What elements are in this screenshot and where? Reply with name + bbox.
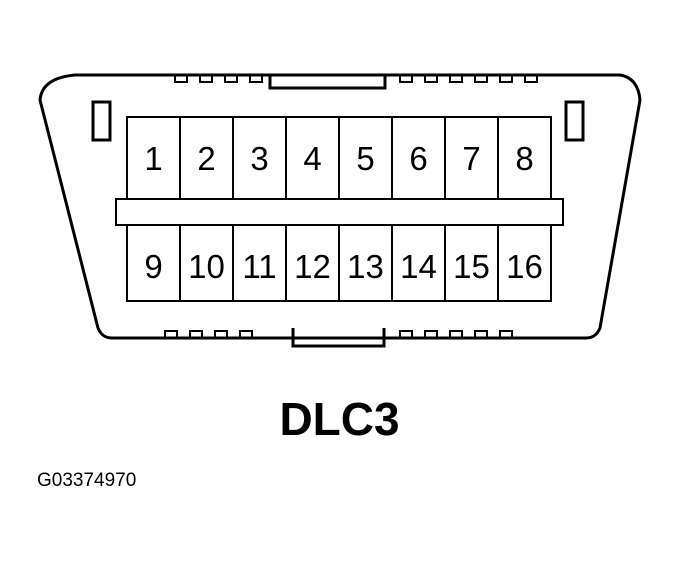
pin-number: 15 (453, 248, 490, 285)
bottom-tooth (474, 330, 488, 338)
top-tooth (249, 75, 263, 83)
pin-cell: 13 (338, 224, 393, 302)
top-tooth (399, 75, 413, 83)
pin-number: 16 (506, 248, 543, 285)
pin-cell: 12 (285, 224, 340, 302)
bottom-tooth (214, 330, 228, 338)
bottom-tooth (189, 330, 203, 338)
top-tooth (174, 75, 188, 83)
pin-number: 14 (400, 248, 437, 285)
pin-cell: 11 (232, 224, 287, 302)
connector-outline (38, 73, 642, 340)
bottom-tooth (239, 330, 253, 338)
pin-box (232, 224, 287, 302)
pin-number: 8 (515, 140, 533, 177)
bottom-tooth (164, 330, 178, 338)
bottom-tooth (499, 330, 513, 338)
edge-teeth (164, 75, 538, 338)
pin-cell: 4 (285, 116, 340, 200)
bottom-tooth (399, 330, 413, 338)
pin-cell: 16 (497, 224, 552, 302)
pin-cell: 2 (179, 116, 234, 200)
pin-cell: 6 (391, 116, 446, 200)
top-tooth (474, 75, 488, 83)
top-tooth (449, 75, 463, 83)
pin-box (179, 224, 234, 302)
right-guide-slot (564, 100, 585, 142)
pin-box (444, 224, 499, 302)
top-tooth (524, 75, 538, 83)
pin-cell: 8 (497, 116, 552, 200)
pin-cell: 7 (444, 116, 499, 200)
diagram-title: DLC3 (279, 393, 400, 445)
pin-number: 1 (144, 140, 162, 177)
pin-cell: 14 (391, 224, 446, 302)
pin-box (497, 224, 552, 302)
top-tooth (499, 75, 513, 83)
top-tooth (424, 75, 438, 83)
figure-id: G03374970 (37, 470, 137, 491)
pin-number: 12 (294, 248, 331, 285)
pin-number: 11 (242, 248, 276, 285)
pin-cell: 5 (338, 116, 393, 200)
pin-number: 10 (188, 248, 225, 285)
pin-cell: 9 (126, 224, 181, 302)
pin-cell: 15 (444, 224, 499, 302)
pin-box (497, 116, 552, 200)
bottom-latch (291, 328, 386, 348)
pin-number: 9 (144, 248, 162, 285)
pin-number: 4 (303, 140, 321, 177)
pin-number: 6 (409, 140, 427, 177)
bottom-tooth (449, 330, 463, 338)
bottom-tooth (424, 330, 438, 338)
pin-box (444, 116, 499, 200)
pin-box (338, 116, 393, 200)
center-divider-bar (115, 198, 564, 226)
pin-box (391, 116, 446, 200)
pin-number: 3 (250, 140, 268, 177)
pin-cell: 1 (126, 116, 181, 200)
pin-number: 13 (347, 248, 384, 285)
top-tooth (199, 75, 213, 83)
pin-cell: 10 (179, 224, 234, 302)
pin-number: 7 (462, 140, 480, 177)
pin-box (285, 116, 340, 200)
top-key-notch (268, 75, 387, 90)
left-guide-slot (91, 100, 112, 142)
pin-number: 2 (197, 140, 215, 177)
pin-cell: 3 (232, 116, 287, 200)
pin-number: 5 (356, 140, 374, 177)
top-tooth (224, 75, 238, 83)
